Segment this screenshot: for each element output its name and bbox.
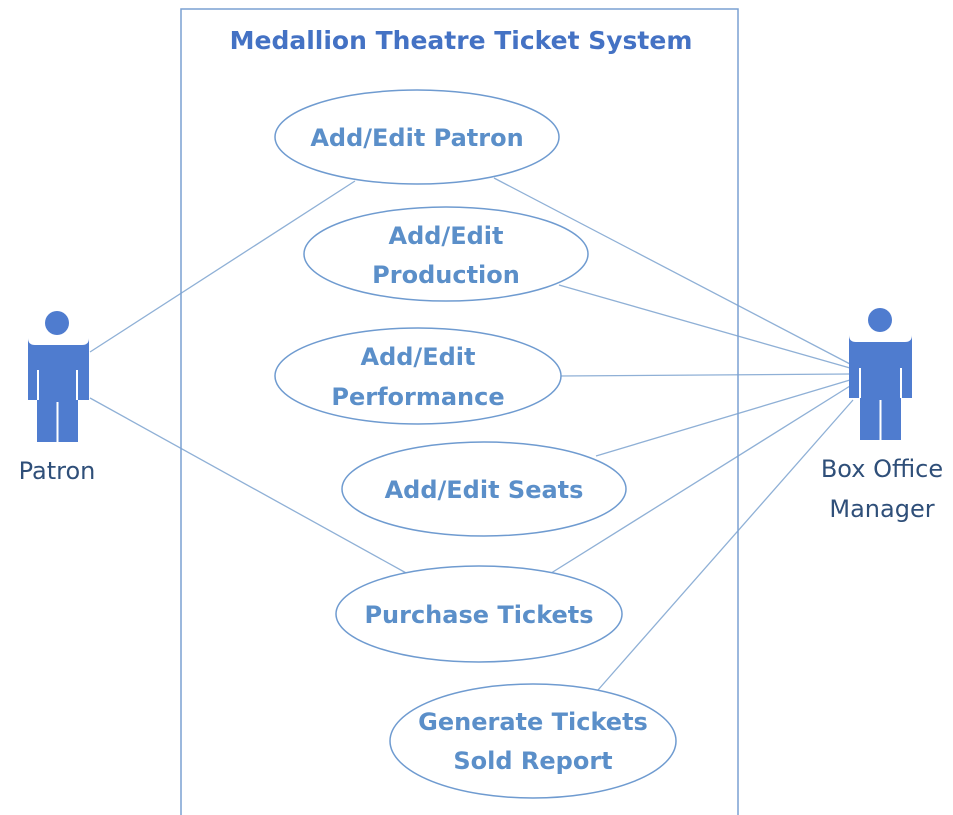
use-case-label-line-1: Add/Edit xyxy=(361,343,476,371)
system-title: Medallion Theatre Ticket System xyxy=(230,26,693,55)
actor-label-line-1: Box Office xyxy=(821,455,943,483)
actor-label-line-2: Manager xyxy=(829,495,934,523)
assoc-manager-generate-report xyxy=(597,399,854,691)
person-icon xyxy=(849,308,912,440)
use-case-label-line-2: Production xyxy=(372,261,520,289)
use-case-label-line-2: Performance xyxy=(331,383,504,411)
assoc-manager-add-edit-performance xyxy=(558,373,851,377)
use-case-label-line-1: Generate Tickets xyxy=(418,708,648,736)
use-case-label: Add/Edit Patron xyxy=(310,124,523,152)
use-case-add-edit-patron[interactable]: Add/Edit Patron xyxy=(274,89,560,185)
assoc-patron-purchase-tickets xyxy=(89,397,409,575)
actor-box-office-manager[interactable]: Box Office Manager xyxy=(821,308,943,523)
use-case-label: Purchase Tickets xyxy=(364,601,593,629)
system-boundary xyxy=(180,8,739,815)
actor-label: Patron xyxy=(19,457,96,485)
use-case-label-line-2: Sold Report xyxy=(453,747,612,775)
use-case-generate-tickets-sold-report[interactable]: Generate Tickets Sold Report xyxy=(389,683,677,799)
use-case-add-edit-seats[interactable]: Add/Edit Seats xyxy=(341,441,627,537)
use-case-add-edit-production[interactable]: Add/Edit Production xyxy=(303,206,589,302)
assoc-patron-add-edit-patron xyxy=(89,180,356,353)
use-case-add-edit-performance[interactable]: Add/Edit Performance xyxy=(274,327,562,425)
assoc-manager-add-edit-patron xyxy=(493,177,851,365)
use-case-label-line-1: Add/Edit xyxy=(389,222,504,250)
person-icon xyxy=(28,311,89,442)
assoc-manager-add-edit-production xyxy=(558,284,851,369)
assoc-manager-purchase-tickets xyxy=(547,385,851,576)
actor-patron[interactable]: Patron xyxy=(19,311,96,485)
use-case-purchase-tickets[interactable]: Purchase Tickets xyxy=(335,565,623,663)
use-case-label: Add/Edit Seats xyxy=(385,476,584,504)
assoc-manager-add-edit-seats xyxy=(595,379,851,457)
associations xyxy=(89,177,854,691)
